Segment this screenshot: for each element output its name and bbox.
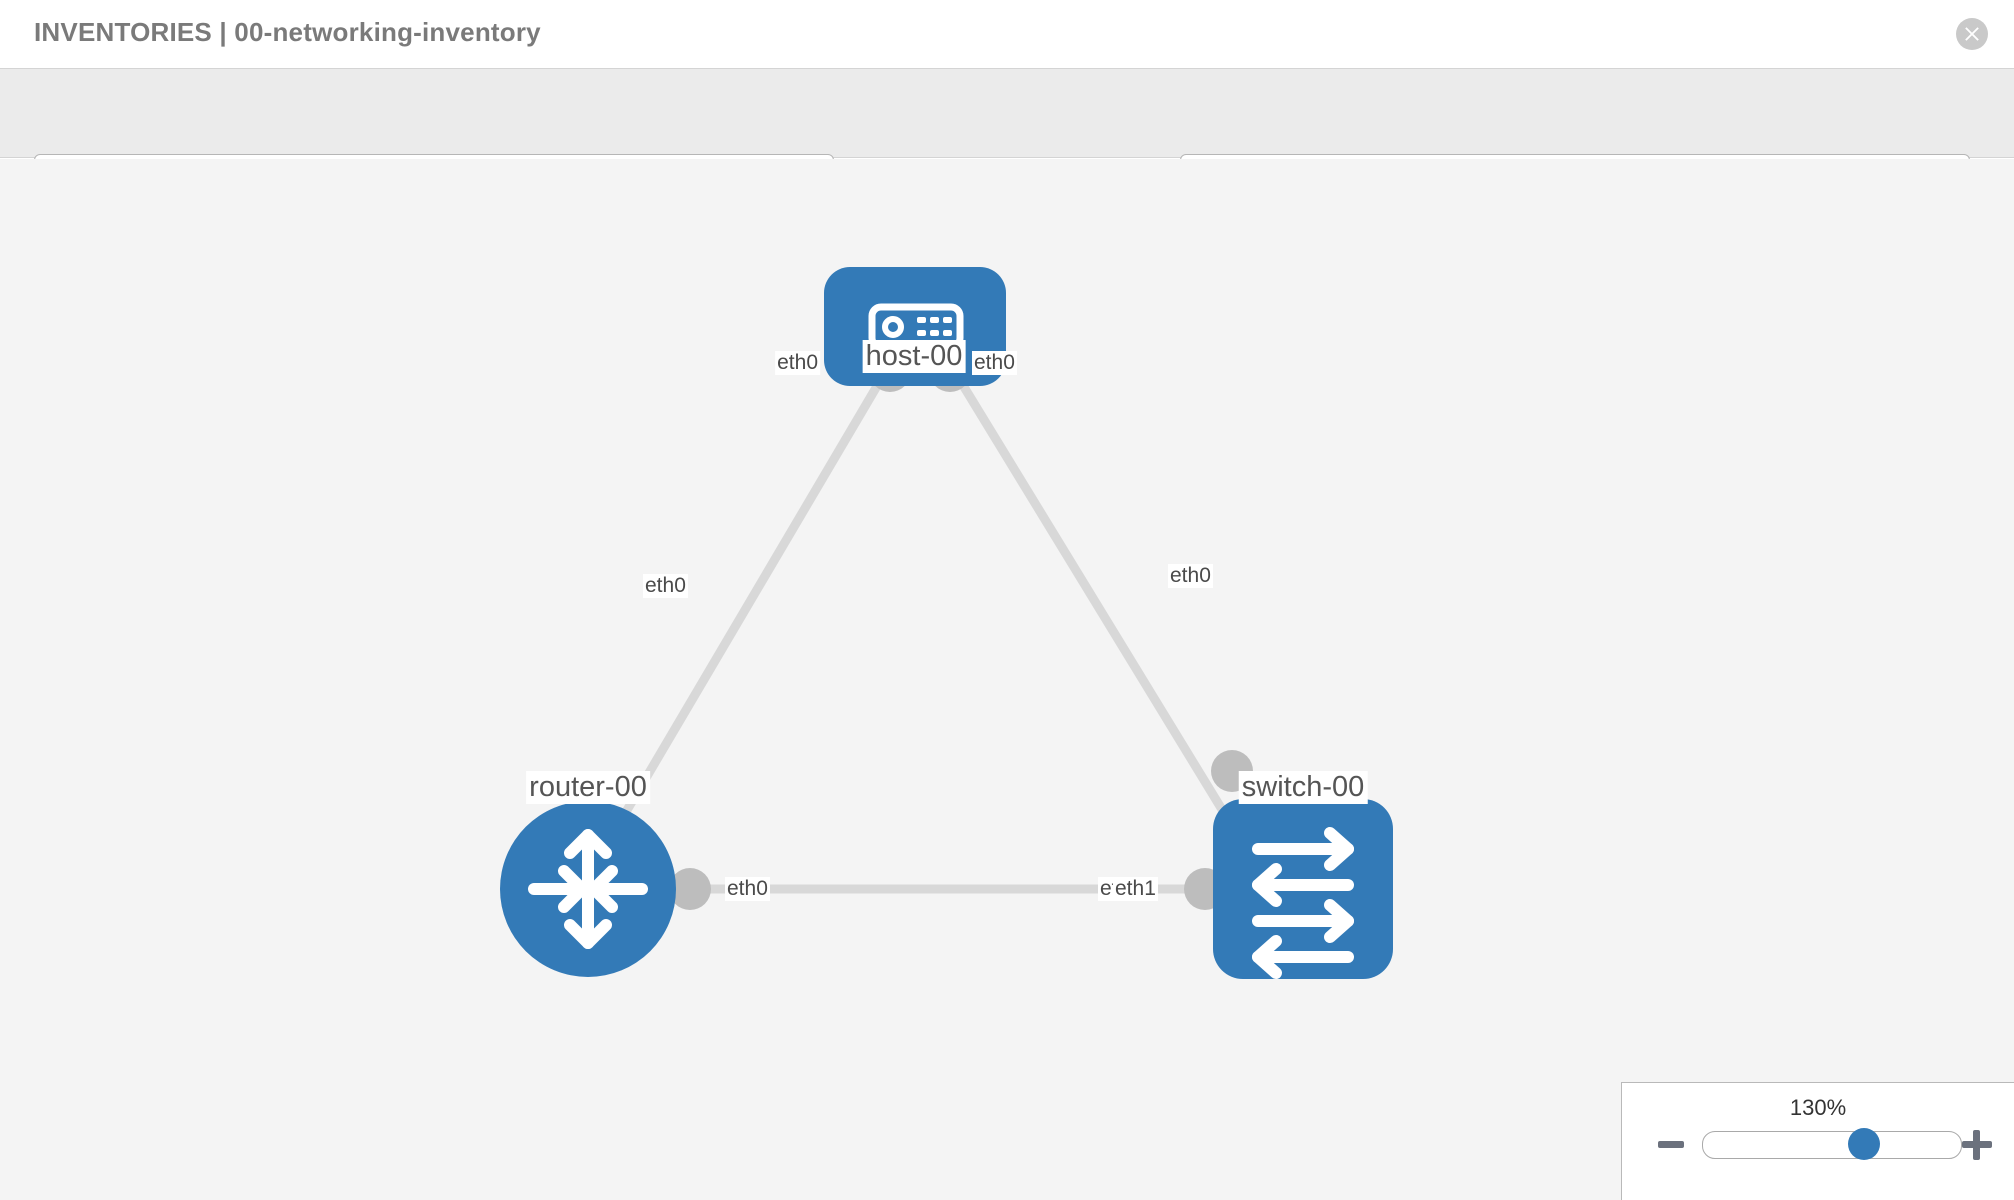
zoom-level-value: 130% — [1789, 1095, 1847, 1120]
zoom-out-button[interactable] — [1658, 1141, 1684, 1148]
switch-arrows-icon — [1252, 827, 1354, 979]
link-host00-switch00 — [946, 361, 1244, 842]
iface-label-switch00-eth1: eth1 — [1113, 877, 1158, 901]
iface-label-router00-eth0-east: eth0 — [725, 877, 770, 901]
node-label-host-00: host-00 — [862, 340, 966, 373]
page-header: INVENTORIES | 00-networking-inventory — [0, 0, 2014, 68]
iface-label-switch00-eth0-uplink: eth0 — [1168, 564, 1213, 588]
iface-label-router00-eth0-uplink: eth0 — [643, 574, 688, 598]
endpoint-router00-east — [669, 868, 711, 910]
node-router-00[interactable] — [500, 801, 676, 977]
node-switch-00[interactable] — [1213, 799, 1393, 979]
link-host00-router00 — [606, 361, 894, 842]
zoom-slider-track[interactable] — [1702, 1128, 1962, 1160]
zoom-control-panel: 130% — [1621, 1082, 2014, 1200]
node-label-router-00: router-00 — [526, 771, 650, 804]
topology-canvas[interactable]: eth0 eth0 eth0 eth0 eth0 eth0 eth1 host-… — [0, 159, 2014, 1200]
router-arrows-icon — [528, 829, 648, 949]
page-title: INVENTORIES | 00-networking-inventory — [34, 17, 541, 47]
topology-links — [606, 361, 1244, 894]
topology-graph — [500, 267, 1393, 979]
zoom-in-button[interactable] — [1962, 1130, 1992, 1160]
iface-label-host00-eth0-right: eth0 — [972, 351, 1017, 375]
iface-label-host00-eth0-left: eth0 — [775, 351, 820, 375]
close-icon[interactable] — [1956, 18, 1988, 50]
node-label-switch-00: switch-00 — [1238, 771, 1368, 804]
zoom-slider-thumb[interactable] — [1848, 1128, 1881, 1160]
toolbar: ACTIONS SEARCH — [0, 68, 2014, 210]
topology-endpoints — [669, 350, 1253, 910]
